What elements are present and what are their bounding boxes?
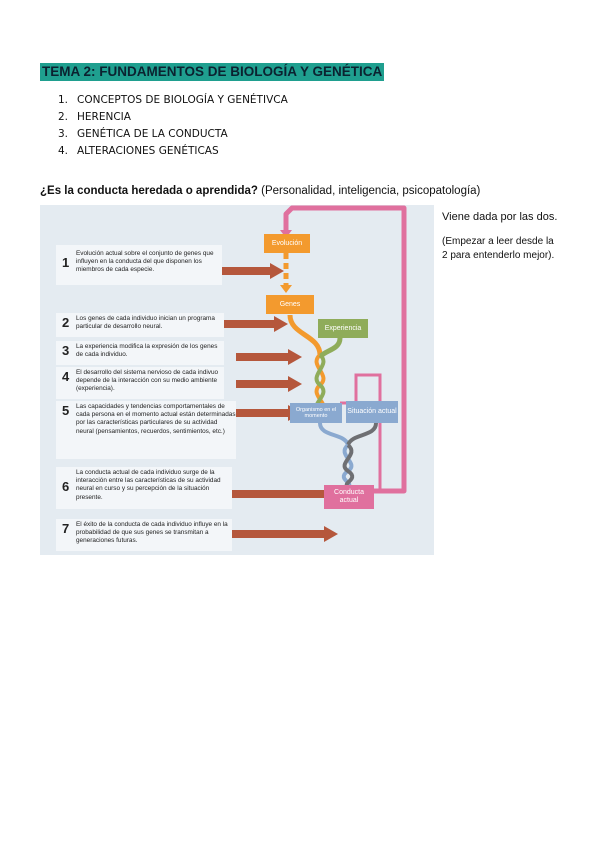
side-hint-line2: 2 para entenderlo mejor).: [442, 250, 555, 261]
step-box-1: 1 Evolución actual sobre el conjunto de …: [56, 245, 222, 285]
node-situacion: Situación actual: [346, 401, 398, 423]
step-arrow-4: [236, 380, 288, 388]
step-box-2: 2 Los genes de cada individuo inician un…: [56, 313, 224, 337]
biology-behaviour-diagram: 1 Evolución actual sobre el conjunto de …: [40, 205, 434, 555]
experience-path: [317, 337, 343, 359]
step-arrow-7-head: [324, 526, 338, 542]
step-arrow-4-head: [288, 376, 302, 392]
step-arrow-1-head: [270, 263, 284, 279]
organism-path: [318, 422, 350, 446]
toc-item-label: HERENCIA: [77, 111, 131, 123]
step-box-4: 4 El desarrollo del sistema nervioso de …: [56, 367, 224, 399]
step-number: 5: [62, 403, 70, 418]
toc-item: 2. HERENCIA: [58, 110, 288, 127]
side-hint-line1: (Empezar a leer desde la: [442, 236, 554, 247]
step-number: 2: [62, 315, 70, 330]
situation-path: [346, 422, 378, 447]
diagram-graphics: [220, 205, 407, 542]
node-conducta: Conducta actual: [324, 485, 374, 509]
step-text: La conducta actual de cada individuo sur…: [76, 469, 221, 501]
step-number: 1: [62, 255, 70, 270]
genes-path: [287, 314, 323, 356]
node-experiencia: Experiencia: [318, 319, 368, 338]
helix-gray: [342, 443, 355, 488]
step-text: Evolución actual sobre el conjunto de ge…: [76, 250, 214, 274]
question-line: ¿Es la conducta heredada o aprendida? (P…: [40, 185, 480, 197]
section-heading: TEMA 2: FUNDAMENTOS DE BIOLOGÍA Y GENÉTI…: [40, 63, 385, 81]
question-bold: ¿Es la conducta heredada o aprendida?: [40, 185, 258, 197]
step-text: Las capacidades y tendencias comportamen…: [76, 403, 236, 435]
step-text: Los genes de cada individuo inician un p…: [76, 315, 215, 331]
toc-item-number: 1.: [58, 94, 69, 106]
toc-item-number: 4.: [58, 145, 69, 157]
step-arrow-3: [236, 353, 288, 361]
step-box-7: 7 El éxito de la conducta de cada indivi…: [56, 519, 232, 551]
step-number: 4: [62, 369, 70, 384]
side-note: Viene dada por las dos.: [442, 211, 558, 223]
step-arrow-2: [222, 320, 274, 328]
side-hint: (Empezar a leer desde la 2 para entenderl…: [442, 235, 554, 263]
toc-item: 1. CONCEPTOS DE BIOLOGÍA Y GENÉTIVCA: [58, 93, 288, 110]
toc-item-label: CONCEPTOS DE BIOLOGÍA Y GENÉTIVCA: [77, 94, 288, 106]
step-number: 3: [62, 343, 70, 358]
step-box-5: 5 Las capacidades y tendencias comportam…: [56, 401, 236, 459]
toc-item-label: ALTERACIONES GENÉTICAS: [77, 145, 219, 157]
evolution-to-genes-arrowhead: [280, 285, 292, 293]
toc-item-label: GENÉTICA DE LA CONDUCTA: [77, 128, 228, 140]
feedback-loop-arrow: [283, 205, 407, 494]
step-arrow-5: [236, 409, 288, 417]
step-arrows: [220, 263, 338, 542]
step-arrow-7: [228, 530, 324, 538]
step-arrow-6: [228, 490, 324, 498]
toc-item: 3. GENÉTICA DE LA CONDUCTA: [58, 127, 288, 144]
step-arrow-1: [220, 267, 270, 275]
step-number: 7: [62, 521, 70, 536]
toc-item: 4. ALTERACIONES GENÉTICAS: [58, 144, 288, 161]
node-evolucion: Evolución: [264, 234, 310, 253]
step-number: 6: [62, 479, 70, 494]
step-arrow-3-head: [288, 349, 302, 365]
step-box-3: 3 La experiencia modifica la expresión d…: [56, 341, 224, 365]
question-rest: (Personalidad, inteligencia, psicopatolo…: [257, 185, 481, 197]
step-text: El desarrollo del sistema nervioso de ca…: [76, 369, 219, 393]
table-of-contents: 1. CONCEPTOS DE BIOLOGÍA Y GENÉTIVCA 2. HE…: [58, 93, 288, 161]
step-text: La experiencia modifica la expresión de …: [76, 343, 218, 359]
toc-item-number: 2.: [58, 111, 69, 123]
node-organismo: Organismo en el momento: [290, 403, 342, 423]
node-genes: Genes: [266, 295, 314, 314]
step-arrow-2-head: [274, 316, 288, 332]
toc-item-number: 3.: [58, 128, 69, 140]
step-box-6: 6 La conducta actual de cada individuo s…: [56, 467, 232, 509]
step-text: El éxito de la conducta de cada individu…: [76, 521, 228, 545]
